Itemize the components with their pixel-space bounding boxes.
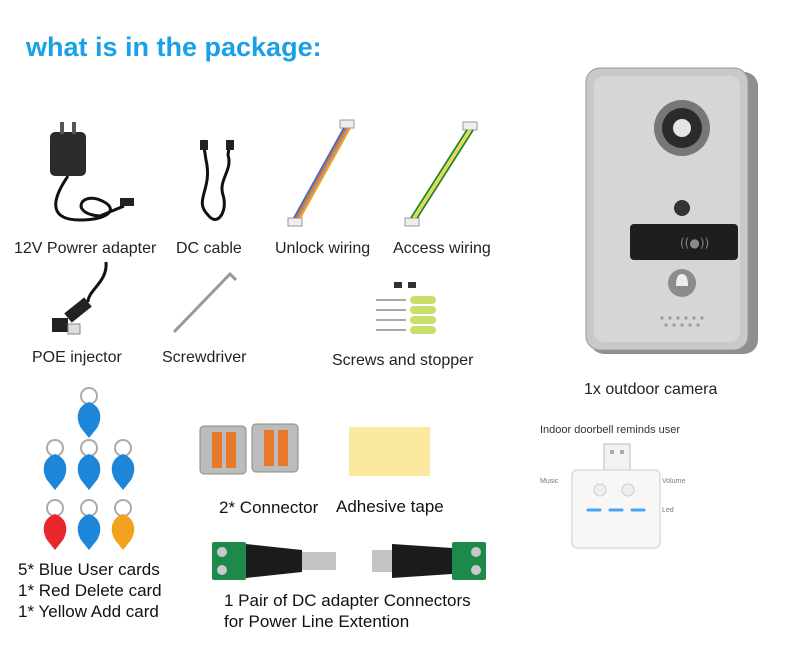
camera-label: 1x outdoor camera (584, 381, 718, 398)
screws-image (376, 282, 436, 334)
poe-injector-image (52, 261, 108, 335)
dc-cable-image (200, 139, 234, 221)
connector-label: 2* Connector (219, 498, 319, 517)
dc-adapter-connectors-image (212, 542, 486, 580)
power-adapter-image (50, 122, 134, 222)
cards-line-3: 1* Yellow Add card (18, 602, 159, 621)
indoor-doorbell-image (571, 443, 661, 549)
cards-line-2: 1* Red Delete card (18, 581, 162, 600)
screws-label: Screws and stopper (332, 352, 474, 369)
svg-text:((●)): ((●)) (680, 236, 709, 250)
adhesive-tape-image (349, 427, 430, 476)
access-wiring-image (404, 121, 478, 227)
tape-label: Adhesive tape (336, 497, 444, 516)
dc-connectors-line-1: 1 Pair of DC adapter Connectors (224, 591, 471, 610)
unlock-wiring-image (287, 119, 355, 227)
music-label: Music (540, 478, 559, 485)
dc-connectors-line-2: for Power Line Extention (224, 612, 410, 631)
cards-line-1: 5* Blue User cards (18, 560, 160, 579)
power-adapter-label: 12V Powrer adapter (14, 240, 157, 257)
connector-image (199, 423, 299, 475)
dc-cable-label: DC cable (176, 240, 242, 257)
volume-label: Volume (662, 478, 686, 485)
rfid-cards-image (42, 387, 136, 551)
screwdriver-image (172, 271, 238, 334)
screwdriver-label: Screwdriver (162, 349, 247, 366)
unlock-wiring-label: Unlock wiring (275, 240, 371, 257)
indoor-title: Indoor doorbell reminds user (540, 424, 681, 436)
poe-injector-label: POE injector (32, 349, 122, 366)
access-wiring-label: Access wiring (393, 240, 491, 257)
led-label: Led (662, 507, 674, 514)
page-title: what is in the package: (26, 32, 322, 62)
outdoor-camera-image: ((●)) (585, 67, 758, 354)
